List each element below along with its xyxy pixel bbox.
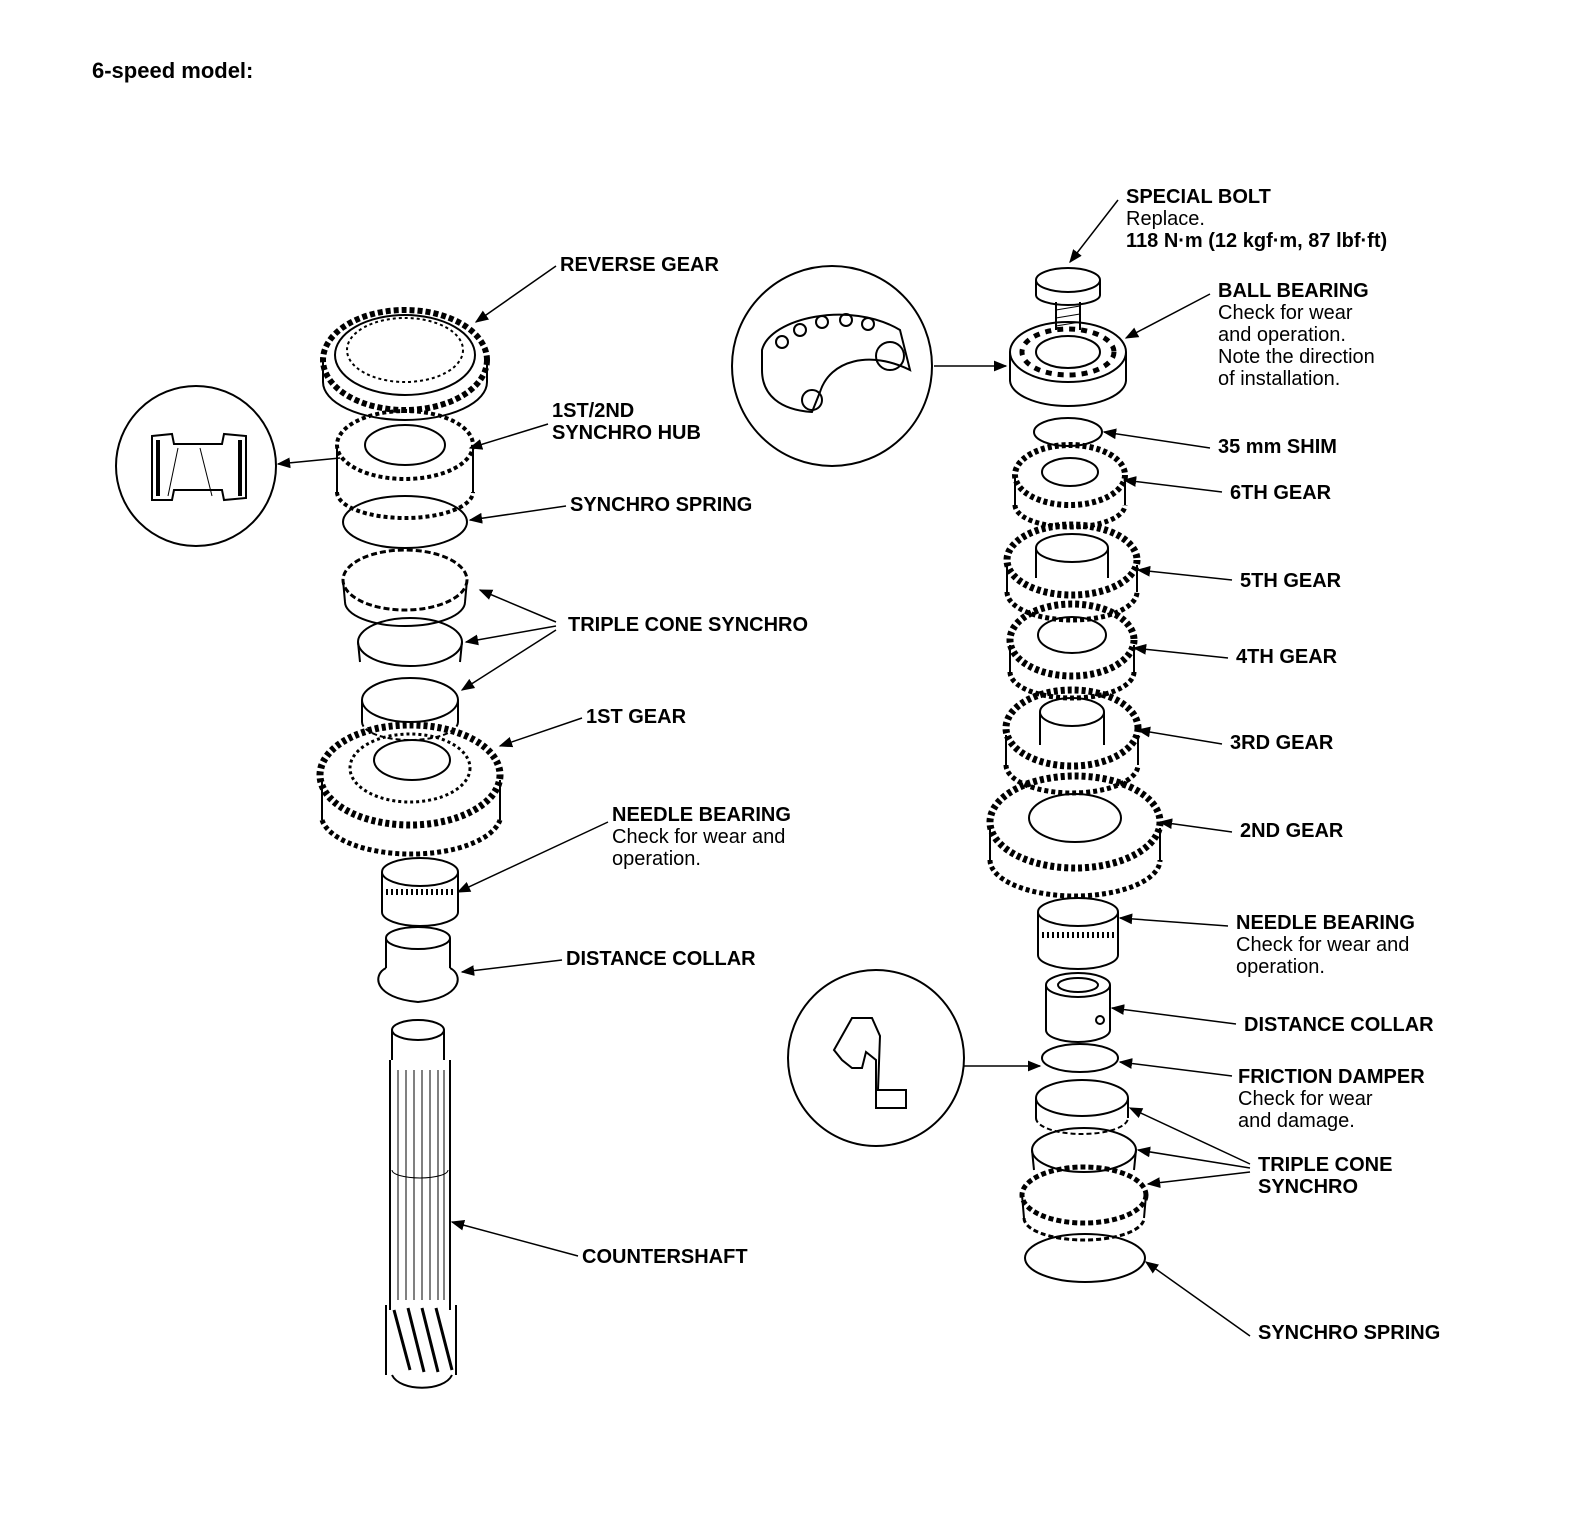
label-triple-cone: TRIPLE CONE SYNCHRO xyxy=(568,614,808,636)
special-bolt-part xyxy=(1035,267,1101,330)
page-title: 6-speed model: xyxy=(92,58,254,83)
friction-damper-part xyxy=(1041,1043,1119,1073)
label-first-gear: 1ST GEAR xyxy=(586,706,686,728)
label-sixth-gear: 6TH GEAR xyxy=(1230,482,1331,504)
label-second-gear: 2ND GEAR xyxy=(1240,820,1343,842)
label-special-bolt: SPECIAL BOLT Replace. 118 N·m (12 kgf·m,… xyxy=(1126,186,1387,252)
triple-cone-right-part xyxy=(1019,1079,1149,1242)
needle-bearing-part xyxy=(381,857,459,927)
second-gear-text: 2ND GEAR xyxy=(1240,820,1344,842)
fifth-gear-text: 5TH GEAR xyxy=(1240,570,1342,592)
label-synchro-spring-right: SYNCHRO SPRING xyxy=(1258,1322,1440,1344)
fifth-gear-part xyxy=(1003,521,1141,623)
label-ball-bearing: BALL BEARING Check for wear and operatio… xyxy=(1218,280,1375,390)
reverse-gear-part xyxy=(320,307,490,421)
friction-damper-note-1: Check for wear xyxy=(1238,1088,1373,1110)
label-triple-cone-right: TRIPLE CONE SYNCHRO xyxy=(1258,1154,1392,1198)
triple-cone-right-text-2: SYNCHRO xyxy=(1258,1176,1359,1198)
synchro-spring-part xyxy=(342,495,468,549)
friction-damper-note-2: and damage. xyxy=(1238,1110,1355,1132)
synchro-spring-right-text: SYNCHRO SPRING xyxy=(1258,1322,1441,1344)
sixth-gear-text: 6TH GEAR xyxy=(1230,482,1332,504)
hub-detail-callout xyxy=(115,385,277,547)
label-distance-collar-right: DISTANCE COLLAR xyxy=(1244,1014,1434,1036)
bearing-detail-callout xyxy=(731,265,933,467)
needle-bearing-right-part xyxy=(1037,897,1119,970)
label-third-gear: 3RD GEAR xyxy=(1230,732,1333,754)
friction-damper-text: FRICTION DAMPER xyxy=(1238,1066,1425,1088)
label-needle-bearing: NEEDLE BEARING Check for wear and operat… xyxy=(612,804,791,870)
label-fourth-gear: 4TH GEAR xyxy=(1236,646,1337,668)
needle-bearing-right-text: NEEDLE BEARING xyxy=(1236,912,1415,934)
label-countershaft: COUNTERSHAFT xyxy=(582,1246,748,1268)
distance-collar-right-text: DISTANCE COLLAR xyxy=(1244,1014,1434,1036)
needle-bearing-right-note-2: operation. xyxy=(1236,956,1325,978)
needle-bearing-text: NEEDLE BEARING xyxy=(612,804,791,826)
synchro-hub-text-2: SYNCHRO HUB xyxy=(552,422,701,444)
label-synchro-hub: 1ST/2ND SYNCHRO HUB xyxy=(552,400,701,444)
label-synchro-spring: SYNCHRO SPRING xyxy=(570,494,752,516)
synchro-spring-text: SYNCHRO SPRING xyxy=(570,494,753,516)
label-shim: 35 mm SHIM xyxy=(1218,436,1337,458)
sixth-gear-part xyxy=(1012,442,1128,530)
shim-text: 35 mm SHIM xyxy=(1218,436,1337,458)
triple-cone-right-text-1: TRIPLE CONE xyxy=(1258,1154,1393,1176)
ball-bearing-note-4: of installation. xyxy=(1218,368,1341,390)
label-friction-damper: FRICTION DAMPER Check for wear and damag… xyxy=(1238,1066,1425,1132)
distance-collar-part xyxy=(377,926,459,1004)
ball-bearing-part xyxy=(1009,321,1127,407)
special-bolt-note-1: Replace. xyxy=(1126,208,1205,230)
reverse-gear-text: REVERSE GEAR xyxy=(560,254,719,276)
needle-bearing-note-2: operation. xyxy=(612,848,701,870)
shim-part xyxy=(1033,417,1103,447)
needle-bearing-right-note-1: Check for wear and xyxy=(1236,934,1410,956)
label-needle-bearing-right: NEEDLE BEARING Check for wear and operat… xyxy=(1236,912,1415,978)
triple-cone-text: TRIPLE CONE SYNCHRO xyxy=(568,614,809,636)
special-bolt-note-2: 118 N·m (12 kgf·m, 87 lbf·ft) xyxy=(1126,230,1388,252)
label-fifth-gear: 5TH GEAR xyxy=(1240,570,1341,592)
third-gear-text: 3RD GEAR xyxy=(1230,732,1334,754)
first-gear-part xyxy=(316,721,504,857)
countershaft-part xyxy=(385,1019,457,1389)
label-reverse-gear: REVERSE GEAR xyxy=(560,254,719,276)
distance-collar-right-part xyxy=(1045,972,1111,1043)
ball-bearing-text: BALL BEARING xyxy=(1218,280,1369,302)
ball-bearing-note-1: Check for wear xyxy=(1218,302,1353,324)
needle-bearing-note-1: Check for wear and xyxy=(612,826,786,848)
ball-bearing-note-3: Note the direction xyxy=(1218,346,1375,368)
label-distance-collar: DISTANCE COLLAR xyxy=(566,948,756,970)
special-bolt-text: SPECIAL BOLT xyxy=(1126,186,1271,208)
countershaft-text: COUNTERSHAFT xyxy=(582,1246,748,1268)
synchro-hub-part xyxy=(335,409,475,520)
damper-detail-callout xyxy=(787,969,965,1147)
distance-collar-text: DISTANCE COLLAR xyxy=(566,948,756,970)
synchro-spring-right-part xyxy=(1024,1233,1146,1283)
second-gear-part xyxy=(986,772,1164,899)
fourth-gear-part xyxy=(1006,600,1138,701)
ball-bearing-note-2: and operation. xyxy=(1218,324,1346,346)
synchro-hub-text-1: 1ST/2ND xyxy=(552,400,635,422)
first-gear-text: 1ST GEAR xyxy=(586,706,687,728)
triple-cone-part xyxy=(341,548,469,741)
fourth-gear-text: 4TH GEAR xyxy=(1236,646,1338,668)
